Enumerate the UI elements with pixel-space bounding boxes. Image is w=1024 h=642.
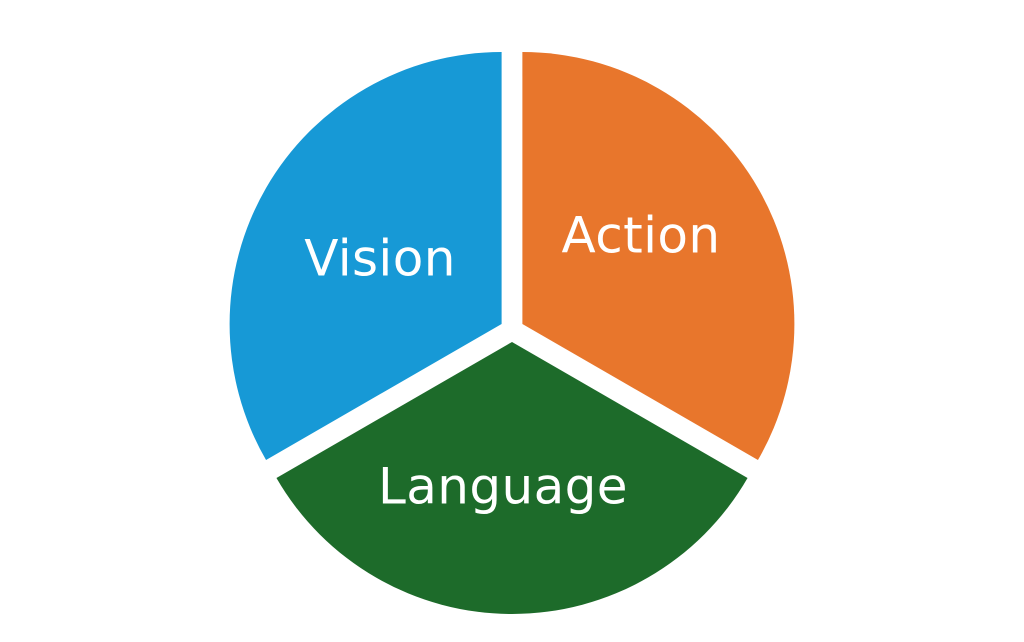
pie-slice-action[interactable] [522, 52, 795, 460]
pie-slice-label-language: Language [378, 458, 628, 516]
pie-slice-label-action: Action [562, 207, 721, 265]
pie-slice-label-vision: Vision [304, 230, 456, 288]
pie-slices-group [229, 52, 795, 615]
pie-slice-vision[interactable] [229, 52, 502, 460]
pie-slice-language[interactable] [276, 342, 748, 615]
